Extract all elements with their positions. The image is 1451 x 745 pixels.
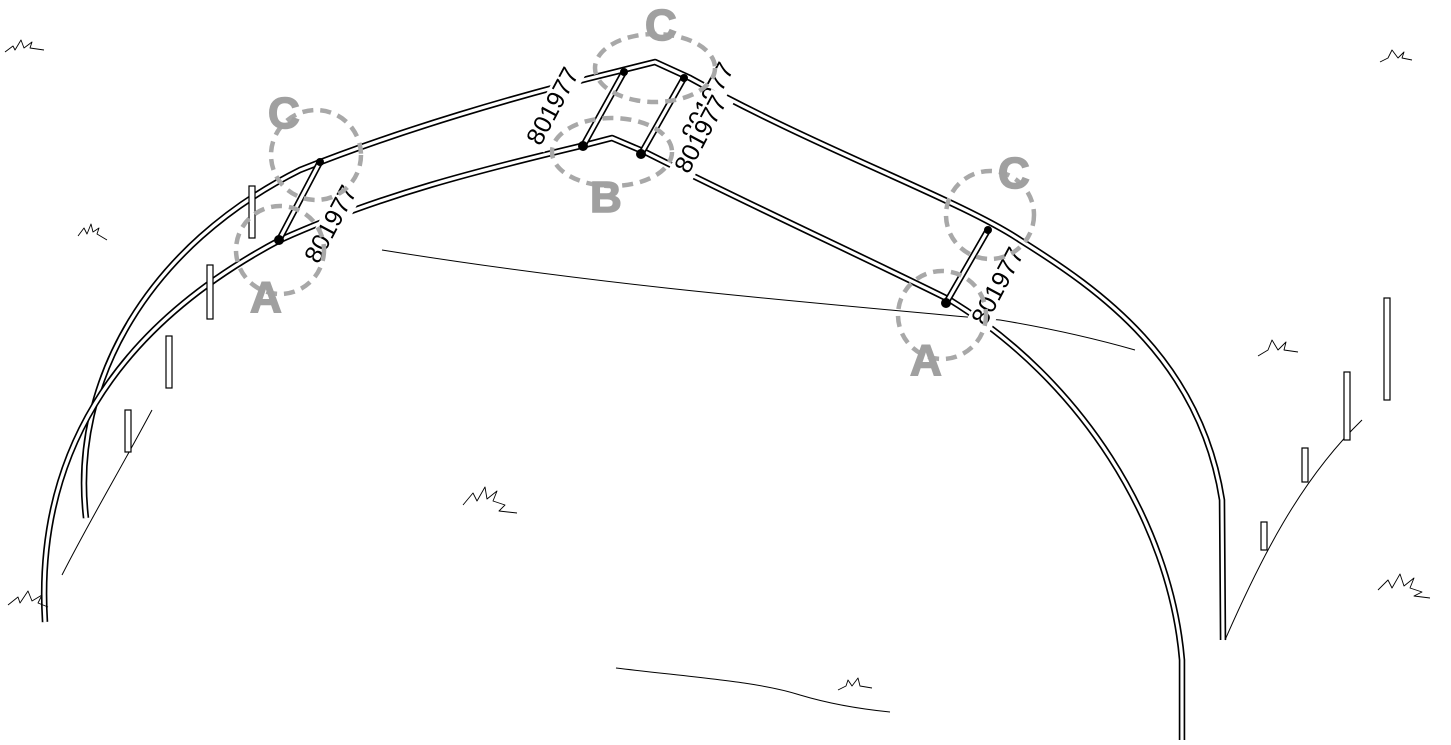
callout-letter-c-left: C bbox=[268, 89, 300, 138]
detail-circle-c-right bbox=[943, 168, 1037, 262]
detail-circle-c-left bbox=[268, 107, 364, 203]
ground-stakes bbox=[124, 185, 1391, 551]
front-hoop bbox=[40, 134, 1186, 740]
back-hoop bbox=[80, 58, 1227, 641]
callout-letter-a-left: A bbox=[250, 273, 282, 322]
detail-circle-a-left bbox=[233, 203, 327, 297]
ground-line-bottom bbox=[615, 667, 891, 713]
detail-callouts: C A C B C A bbox=[233, 0, 1037, 386]
callout-letter-b-top: B bbox=[590, 173, 622, 222]
ground-line-right bbox=[1224, 419, 1363, 641]
cross-braces bbox=[276, 70, 991, 305]
part-number-label: 801977 bbox=[521, 63, 585, 150]
grass-tufts bbox=[4, 39, 1431, 691]
callout-letter-c-top: C bbox=[645, 1, 677, 50]
detail-circle-c-top bbox=[592, 31, 718, 105]
callout-letter-c-right: C bbox=[998, 149, 1030, 198]
callout-letter-a-right: A bbox=[910, 336, 942, 385]
ground-line-left bbox=[61, 409, 153, 576]
fittings bbox=[274, 68, 992, 308]
detail-circle-a-right bbox=[895, 268, 989, 362]
detail-circle-b-top bbox=[549, 115, 675, 189]
ground-lines bbox=[61, 249, 1363, 713]
ground-line-center bbox=[381, 249, 1136, 351]
